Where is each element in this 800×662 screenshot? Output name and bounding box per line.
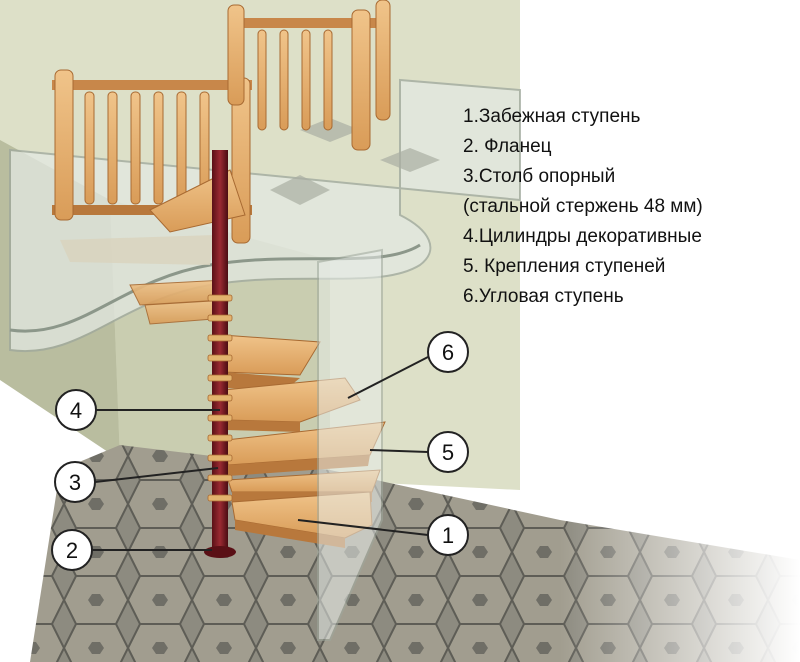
callout-5: 5 <box>427 431 469 473</box>
callout-2: 2 <box>51 529 93 571</box>
support-column <box>204 150 236 558</box>
right-fade <box>560 0 800 662</box>
upper-steps <box>60 235 229 325</box>
legend-list: 1.Забежная ступень 2. Фланец 3.Столб опо… <box>463 102 703 312</box>
callout-3: 3 <box>54 461 96 503</box>
callout-5-number: 5 <box>442 440 454 465</box>
callout-4: 4 <box>55 389 97 431</box>
legend-item-3: 3.Столб опорный <box>463 166 616 187</box>
legend-item-4: 4.Цилиндры декоративные <box>463 226 702 247</box>
legend-item-6: 6.Угловая ступень <box>463 286 624 307</box>
callout-6: 6 <box>427 331 469 373</box>
legend-item-1: 1.Забежная ступень <box>463 106 641 127</box>
leader-lines <box>92 356 429 551</box>
callout-2-number: 2 <box>66 538 78 563</box>
callout-1-number: 1 <box>442 523 454 548</box>
callout-6-number: 6 <box>442 340 454 365</box>
glass-side-panel <box>317 248 383 641</box>
legend-item-3-detail: (стальной стержень 48 мм) <box>463 196 703 217</box>
callout-1: 1 <box>427 514 469 556</box>
callout-3-number: 3 <box>69 470 81 495</box>
legend-item-2: 2. Фланец <box>463 136 552 157</box>
legend-item-5: 5. Крепления ступеней <box>463 256 666 277</box>
callout-4-number: 4 <box>70 398 82 423</box>
